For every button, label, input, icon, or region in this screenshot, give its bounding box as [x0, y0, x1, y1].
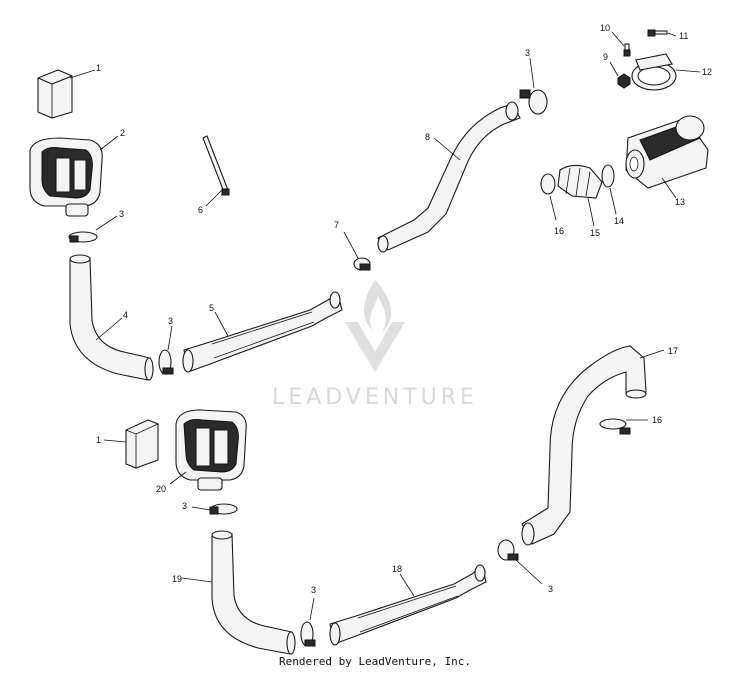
callout-14: 14 [614, 216, 624, 226]
callout-19: 19 [172, 574, 182, 584]
callout-1-top: 1 [96, 63, 101, 73]
callout-20: 20 [156, 484, 166, 494]
callout-6: 6 [198, 205, 203, 215]
watermark-flame-icon [364, 280, 392, 332]
part-16-clamp-right [599, 418, 631, 435]
callout-4: 4 [123, 310, 128, 320]
part-18-intake-tube [329, 564, 487, 646]
leadventure-watermark: LEADVENTURE [272, 280, 478, 410]
part-4-elbow-duct [69, 254, 154, 381]
callout-8: 8 [425, 132, 430, 142]
callout-17: 17 [668, 346, 678, 356]
part-3-clamp-top-center [519, 89, 548, 115]
part-1-foam-block-top [37, 69, 73, 119]
part-3-clamp-bottom-left [209, 503, 238, 515]
watermark-v-icon [345, 322, 405, 372]
callout-3-mid-left: 3 [168, 316, 173, 326]
part-5-intake-tube [182, 291, 343, 373]
part-12-bracket-clamp [631, 53, 677, 91]
part-17-long-duct [521, 345, 647, 546]
part-14-clamp [601, 164, 615, 188]
part-3-clamp-bottom-mid [300, 621, 316, 647]
callout-5: 5 [209, 303, 214, 313]
part-16-clamp-top [540, 173, 556, 195]
part-9-nut [617, 73, 631, 89]
callout-2: 2 [120, 128, 125, 138]
part-2-airbox [29, 137, 103, 217]
callout-11: 11 [679, 31, 688, 41]
part-6-tie-strap [202, 135, 230, 196]
part-7-clamp [353, 257, 371, 271]
callout-3-bottom-mid: 3 [311, 585, 316, 595]
callout-7: 7 [334, 220, 339, 230]
callout-9: 9 [603, 52, 608, 62]
part-8-duct [377, 101, 521, 253]
part-10-bolt [623, 43, 631, 57]
callout-15: 15 [590, 228, 600, 238]
part-20-airbox [175, 409, 247, 491]
callout-1-bottom: 1 [96, 435, 101, 445]
part-3-clamp-mid-left [158, 349, 174, 375]
rendered-by-footer: Rendered by LeadVenture, Inc. [278, 655, 472, 668]
part-19-elbow-duct [211, 530, 296, 655]
callout-3-bottom-left: 3 [182, 501, 187, 511]
part-11-screw [647, 29, 668, 37]
callout-18: 18 [392, 564, 402, 574]
part-15-coupler [557, 164, 603, 199]
callout-3-top-left: 3 [119, 209, 124, 219]
part-3-clamp-bottom-right [497, 539, 519, 561]
part-1-foam-block-bottom [125, 419, 159, 469]
callout-3-bottom-right: 3 [548, 584, 553, 594]
callout-3-top-center: 3 [525, 48, 530, 58]
callout-16-right: 16 [652, 415, 662, 425]
callout-16-top: 16 [554, 226, 564, 236]
watermark-text: LEADVENTURE [272, 385, 478, 410]
callout-13: 13 [675, 197, 685, 207]
callout-10: 10 [600, 23, 610, 33]
callout-12: 12 [702, 67, 712, 77]
part-13-air-filter [625, 115, 709, 189]
part-3-clamp-top-left [68, 231, 98, 243]
